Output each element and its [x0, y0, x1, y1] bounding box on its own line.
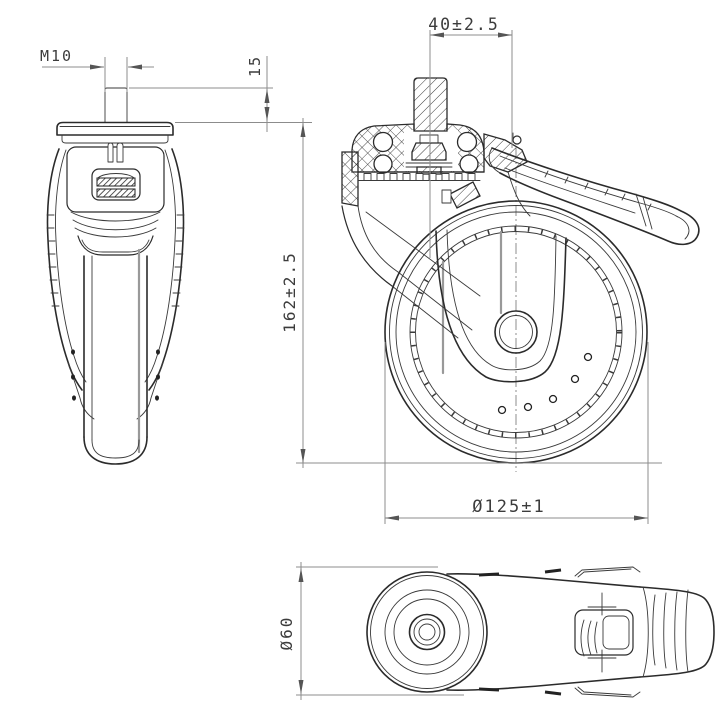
top-view: [366, 566, 715, 698]
pedal-ribs: [544, 170, 652, 211]
dim-stem-length: 15: [129, 55, 273, 132]
front-side-cover-left: [46, 148, 95, 420]
brake-cam-section: [449, 181, 481, 209]
front-pedal-face: [70, 211, 161, 256]
dim-head-offset: 40±2.5: [428, 15, 513, 258]
brake-pedal: [488, 147, 700, 246]
top-release-latch: [574, 609, 634, 657]
kingpin-nut: [405, 134, 453, 175]
spring-hook: [512, 135, 522, 145]
fork-yoke: [341, 171, 567, 383]
raceway-teeth: [363, 173, 476, 181]
top-body: [446, 566, 715, 698]
dim-overall-height-label: 162±2.5: [280, 251, 299, 332]
height-label-clip: [268, 232, 283, 354]
front-side-cover-right: [136, 148, 185, 420]
front-wheel: [83, 248, 148, 465]
dim-stem-length-label: 15: [246, 55, 264, 77]
dim-overall-height: 162±2.5: [175, 118, 662, 468]
top-pedal-ridges: [652, 589, 689, 673]
dim-thread-label: M10: [40, 47, 73, 65]
front-housing: [66, 142, 165, 213]
front-stem: [104, 87, 128, 123]
wheel-holes: [497, 352, 593, 415]
front-top-plate: [56, 121, 174, 144]
head-left-block: [341, 151, 359, 207]
top-swivel-circles: [366, 571, 488, 693]
dim-body-width: Ø60: [277, 562, 464, 700]
dim-head-offset-label: 40±2.5: [428, 15, 500, 34]
side-view: [341, 77, 700, 472]
dim-thread: M10: [40, 47, 154, 92]
dim-wheel-diameter: Ø125±1: [384, 342, 649, 524]
front-rivet-dots: [71, 349, 160, 401]
dim-body-width-label: Ø60: [277, 616, 296, 651]
front-view: [46, 87, 185, 465]
swivel-head-section: [341, 77, 528, 209]
front-brake-button: [91, 168, 141, 201]
dim-wheel-diameter-label: Ø125±1: [472, 497, 545, 517]
